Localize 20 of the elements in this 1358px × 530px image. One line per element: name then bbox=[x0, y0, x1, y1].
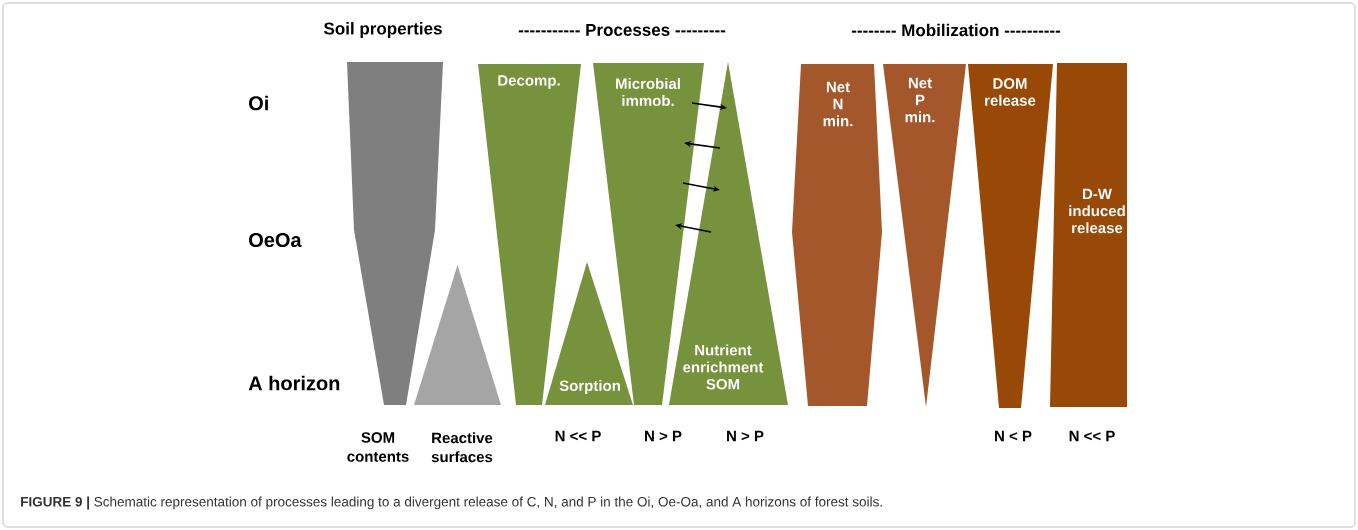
arrow bbox=[675, 223, 712, 233]
section-heading: Soil properties bbox=[324, 22, 442, 38]
tapered-bar: D-W induced release bbox=[1050, 63, 1127, 407]
triangle-shape bbox=[414, 265, 501, 405]
ratio-label: N > P bbox=[645, 430, 682, 442]
arrow bbox=[682, 182, 720, 192]
section-heading: ----------- Processes --------- bbox=[518, 24, 726, 36]
horizon-label: Oi bbox=[249, 95, 268, 111]
ratio-label: N > P bbox=[727, 430, 764, 442]
shape-caption: Reactive surfaces bbox=[431, 432, 493, 463]
shape-caption: SOM contents bbox=[347, 432, 409, 462]
tapered-bar bbox=[347, 62, 443, 405]
ratio-label: N < P bbox=[995, 430, 1032, 442]
ratio-label: N << P bbox=[555, 430, 601, 442]
figure-caption: FIGURE 9 | Schematic representation of processes leading to a divergent release of C, N, and P in the Oi, Oe-Oa, and A horizons of forest soils. bbox=[21, 496, 882, 510]
ratio-label: N << P bbox=[1069, 430, 1115, 442]
horizon-label: OeOa bbox=[249, 232, 302, 248]
tapered-bar: Net N min. bbox=[792, 64, 882, 406]
tapered-bar: DOM release bbox=[968, 64, 1053, 408]
section-heading: -------- Mobilization ---------- bbox=[851, 23, 1061, 37]
